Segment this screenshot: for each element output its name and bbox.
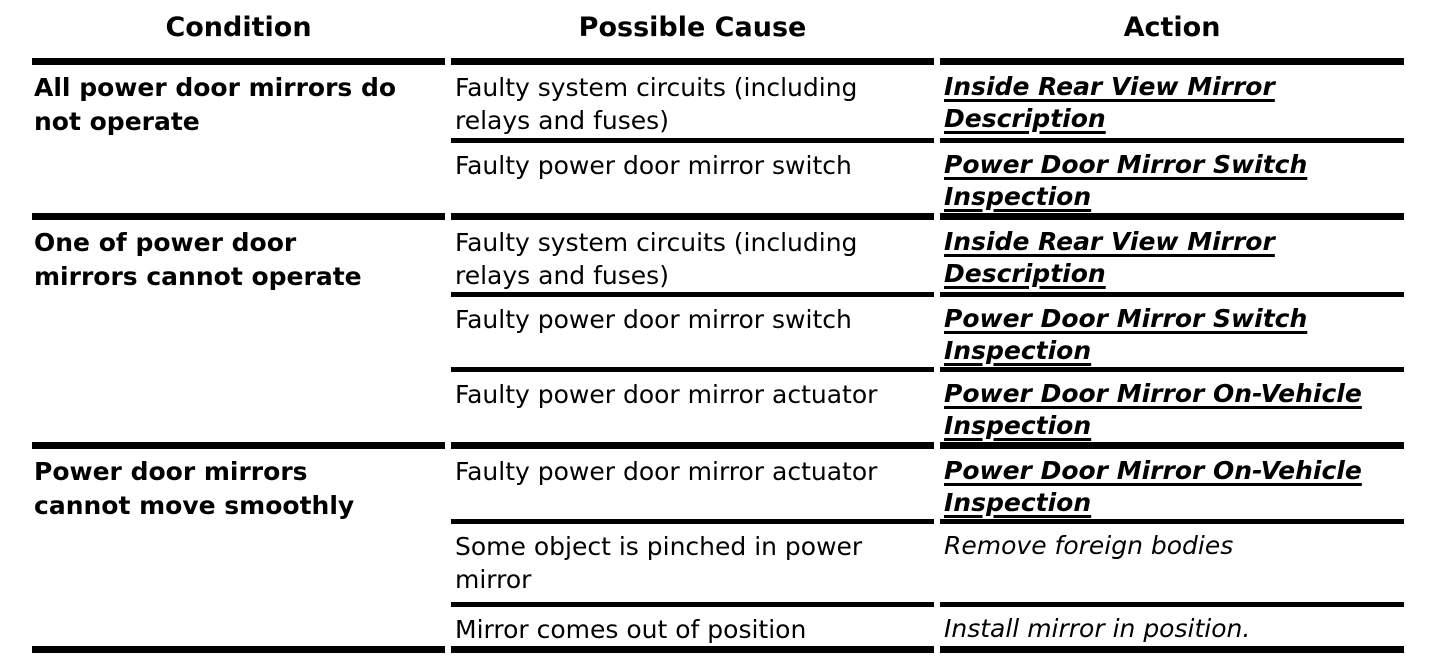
action-cell: Power Door Mirror Switch Inspection bbox=[940, 143, 1404, 220]
table-row: Faulty power door mirror switch Power Do… bbox=[32, 297, 1404, 372]
table-row: One of power door mirrors cannot operate… bbox=[32, 220, 1404, 449]
column-header-action: Action bbox=[940, 0, 1404, 65]
table-row: All power door mirrors do not operate Fa… bbox=[32, 65, 1404, 220]
action-cell: Install mirror in position. bbox=[940, 607, 1404, 653]
condition-cell: Power door mirrors cannot move smoothly bbox=[32, 449, 445, 653]
column-header-condition: Condition bbox=[32, 0, 445, 65]
condition-cell: One of power door mirrors cannot operate bbox=[32, 220, 445, 449]
action-link[interactable]: Power Door Mirror Switch Inspection bbox=[944, 304, 1308, 365]
action-text: Remove foreign bodies bbox=[944, 531, 1234, 560]
table-row: Mirror comes out of position Install mir… bbox=[32, 607, 1404, 653]
condition-cell: All power door mirrors do not operate bbox=[32, 65, 445, 220]
cause-cell: Faulty system circuits (including relays… bbox=[451, 220, 934, 297]
cause-cell: Faulty power door mirror switch bbox=[451, 143, 934, 220]
table-header-row: Condition Possible Cause Action bbox=[32, 0, 1404, 65]
table-row: Power door mirrors cannot move smoothly … bbox=[32, 449, 1404, 653]
cause-cell: Faulty system circuits (including relays… bbox=[451, 65, 934, 143]
action-link[interactable]: Inside Rear View Mirror Description bbox=[944, 72, 1275, 133]
cause-cell: Some object is pinched in power mirror bbox=[451, 524, 934, 607]
action-cell: Power Door Mirror Switch Inspection bbox=[940, 297, 1404, 372]
action-cell: Inside Rear View Mirror Description bbox=[940, 220, 1404, 297]
action-link[interactable]: Power Door Mirror Switch Inspection bbox=[944, 150, 1308, 211]
column-header-possible-cause: Possible Cause bbox=[451, 0, 934, 65]
cause-cell: Faulty power door mirror actuator bbox=[451, 372, 934, 449]
action-text: Install mirror in position. bbox=[944, 614, 1251, 643]
table-row: Faulty power door mirror switch Power Do… bbox=[32, 143, 1404, 220]
action-link[interactable]: Power Door Mirror On-Vehicle Inspection bbox=[944, 456, 1362, 517]
action-cell: Inside Rear View Mirror Description bbox=[940, 65, 1404, 143]
cause-cell: Mirror comes out of position bbox=[451, 607, 934, 653]
action-link[interactable]: Power Door Mirror On-Vehicle Inspection bbox=[944, 379, 1362, 440]
action-cell: Power Door Mirror On-Vehicle Inspection bbox=[940, 449, 1404, 524]
cause-cell: Faulty power door mirror actuator bbox=[451, 449, 934, 524]
action-cell: Remove foreign bodies bbox=[940, 524, 1404, 607]
action-cell: Power Door Mirror On-Vehicle Inspection bbox=[940, 372, 1404, 449]
cause-cell: Faulty power door mirror switch bbox=[451, 297, 934, 372]
table-row: Faulty power door mirror actuator Power … bbox=[32, 372, 1404, 449]
action-link[interactable]: Inside Rear View Mirror Description bbox=[944, 227, 1275, 288]
table-row: Some object is pinched in power mirror R… bbox=[32, 524, 1404, 607]
troubleshooting-table: Condition Possible Cause Action All powe… bbox=[26, 0, 1410, 653]
